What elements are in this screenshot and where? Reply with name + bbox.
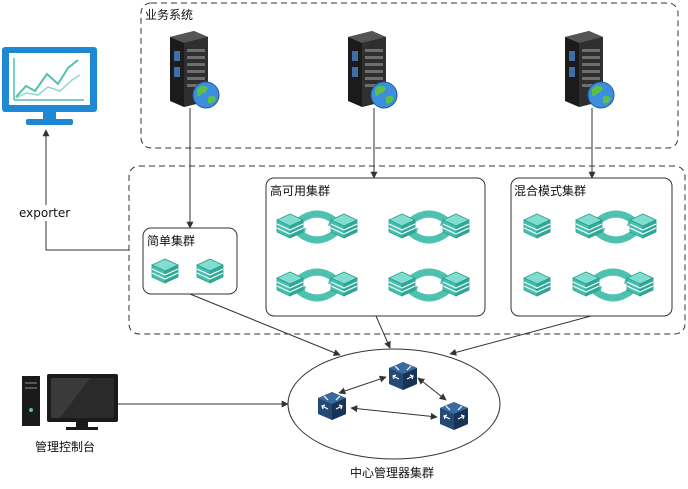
ha-cluster-label: 高可用集群 xyxy=(270,183,330,198)
exporter-label: exporter xyxy=(19,206,70,220)
server-globe-icon xyxy=(169,30,220,109)
mixed-cluster-label: 混合模式集群 xyxy=(514,183,586,198)
router-icon xyxy=(388,361,418,391)
exporter-label-bg xyxy=(16,205,76,221)
router-link xyxy=(338,375,387,395)
business-system-label: 业务系统 xyxy=(145,7,193,22)
router-icon xyxy=(439,401,469,431)
router-link xyxy=(350,405,438,420)
mixed-to-center-arrow xyxy=(449,315,592,356)
console-label: 管理控制台 xyxy=(35,439,95,454)
business-system-region xyxy=(140,2,679,149)
simple-cluster-label: 简单集群 xyxy=(147,233,195,248)
server-globe-icon xyxy=(564,30,615,109)
server-globe-icon xyxy=(347,30,398,109)
router-link xyxy=(417,377,447,401)
router-icon xyxy=(317,391,347,421)
desktop-computer-icon xyxy=(22,374,118,430)
monitor-chart-icon xyxy=(2,47,97,125)
exporter-connector xyxy=(42,129,129,251)
simple-to-center-arrow xyxy=(189,293,341,356)
ha-to-center-arrow xyxy=(375,315,391,349)
ha-cluster-box xyxy=(265,177,486,317)
center-manager-label: 中心管理器集群 xyxy=(350,465,434,480)
